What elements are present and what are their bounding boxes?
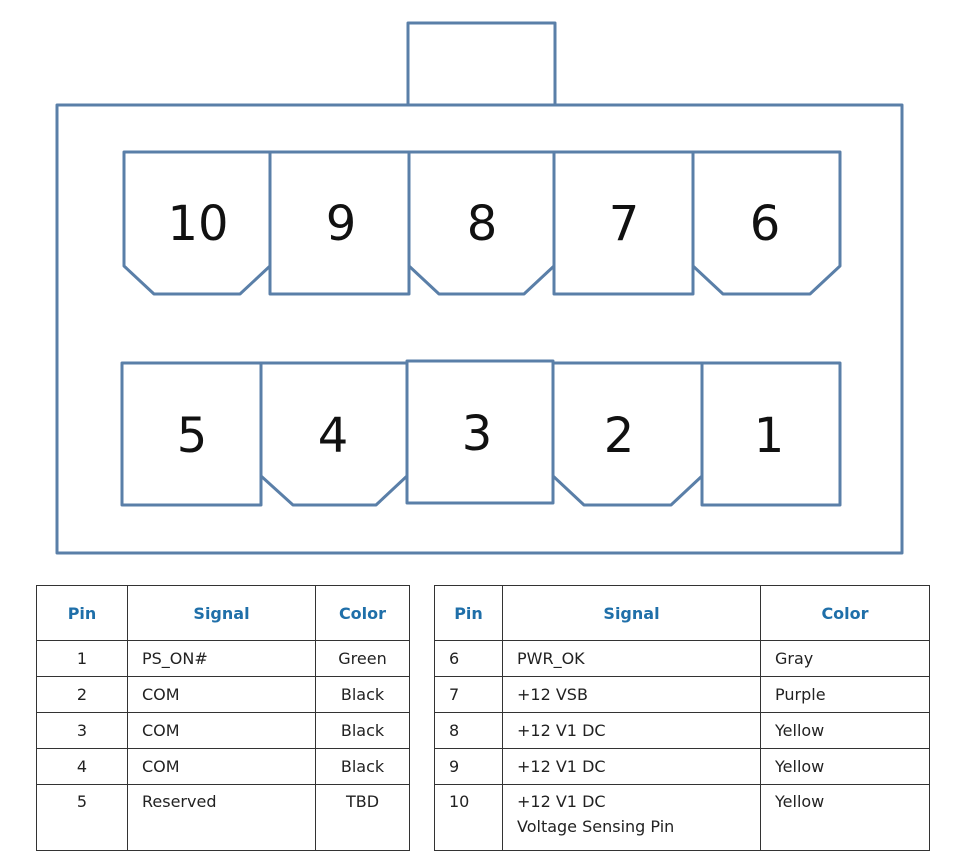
header-pin: Pin xyxy=(36,585,128,641)
cell-pin: 9 xyxy=(434,748,503,785)
cell-pin: 8 xyxy=(434,712,503,749)
pin-cell-3 xyxy=(405,359,555,505)
cell-color: Yellow xyxy=(760,748,930,785)
cell-color: Yellow xyxy=(760,712,930,749)
cell-signal: +12 V1 DC xyxy=(502,712,761,749)
header-signal: Signal xyxy=(127,585,316,641)
cell-signal: PS_ON# xyxy=(127,640,316,677)
pin-number: 2 xyxy=(604,408,635,464)
cell-color: Gray xyxy=(760,640,930,677)
cell-color: TBD xyxy=(315,784,410,851)
cell-color: Black xyxy=(315,712,410,749)
pin-table-left: Pin Signal Color 1 PS_ON# Green 2 COM Bl… xyxy=(36,585,410,851)
header-color: Color xyxy=(315,585,410,641)
cell-signal: COM xyxy=(127,676,316,713)
table-row: 3 COM Black xyxy=(36,712,410,749)
cell-pin: 5 xyxy=(36,784,128,851)
table-row: 8 +12 V1 DC Yellow xyxy=(434,712,930,749)
pin-number: 8 xyxy=(467,196,498,252)
cell-signal: +12 V1 DC Voltage Sensing Pin xyxy=(502,784,761,851)
table-row: 9 +12 V1 DC Yellow xyxy=(434,748,930,785)
signal-name: +12 V1 DC xyxy=(517,792,606,811)
pin-cell-1 xyxy=(700,361,842,507)
cell-pin: 6 xyxy=(434,640,503,677)
cell-pin: 10 xyxy=(434,784,503,851)
table-row: 7 +12 VSB Purple xyxy=(434,676,930,713)
cell-color: Black xyxy=(315,676,410,713)
pin-table-right: Pin Signal Color 6 PWR_OK Gray 7 +12 VSB… xyxy=(434,585,930,851)
header-color: Color xyxy=(760,585,930,641)
table-header-row: Pin Signal Color xyxy=(36,585,410,641)
pin-cell-6 xyxy=(691,150,842,296)
connector-latch xyxy=(406,21,557,107)
table-row: 5 Reserved TBD xyxy=(36,784,410,851)
cell-color: Black xyxy=(315,748,410,785)
cell-signal: +12 VSB xyxy=(502,676,761,713)
pin-cell-5 xyxy=(120,361,263,507)
cell-pin: 2 xyxy=(36,676,128,713)
pin-number: 6 xyxy=(750,196,781,252)
header-pin: Pin xyxy=(434,585,503,641)
table-row: 10 +12 V1 DC Voltage Sensing Pin Yellow xyxy=(434,784,930,851)
cell-pin: 4 xyxy=(36,748,128,785)
table-row: 2 COM Black xyxy=(36,676,410,713)
cell-signal: COM xyxy=(127,748,316,785)
cell-pin: 3 xyxy=(36,712,128,749)
cell-pin: 1 xyxy=(36,640,128,677)
pin-number: 5 xyxy=(177,408,208,464)
header-signal: Signal xyxy=(502,585,761,641)
pin-number: 7 xyxy=(609,196,640,252)
cell-signal: COM xyxy=(127,712,316,749)
cell-signal: +12 V1 DC xyxy=(502,748,761,785)
table-header-row: Pin Signal Color xyxy=(434,585,930,641)
cell-color: Yellow xyxy=(760,784,930,851)
connector-diagram: 10 9 8 7 6 5 4 3 2 1 xyxy=(55,21,904,555)
cell-pin: 7 xyxy=(434,676,503,713)
pin-number: 3 xyxy=(462,406,493,462)
cell-signal: PWR_OK xyxy=(502,640,761,677)
pin-number: 10 xyxy=(167,196,228,252)
cell-color: Green xyxy=(315,640,410,677)
table-row: 1 PS_ON# Green xyxy=(36,640,410,677)
connector-housing xyxy=(55,103,904,555)
pin-number: 4 xyxy=(318,408,349,464)
cell-color: Purple xyxy=(760,676,930,713)
pin-number: 9 xyxy=(326,196,357,252)
pin-number: 1 xyxy=(754,408,785,464)
table-row: 6 PWR_OK Gray xyxy=(434,640,930,677)
cell-signal: Reserved xyxy=(127,784,316,851)
pin-cell-9 xyxy=(268,150,411,296)
table-row: 4 COM Black xyxy=(36,748,410,785)
signal-note: Voltage Sensing Pin xyxy=(517,817,675,836)
pin-cell-7 xyxy=(552,150,695,296)
